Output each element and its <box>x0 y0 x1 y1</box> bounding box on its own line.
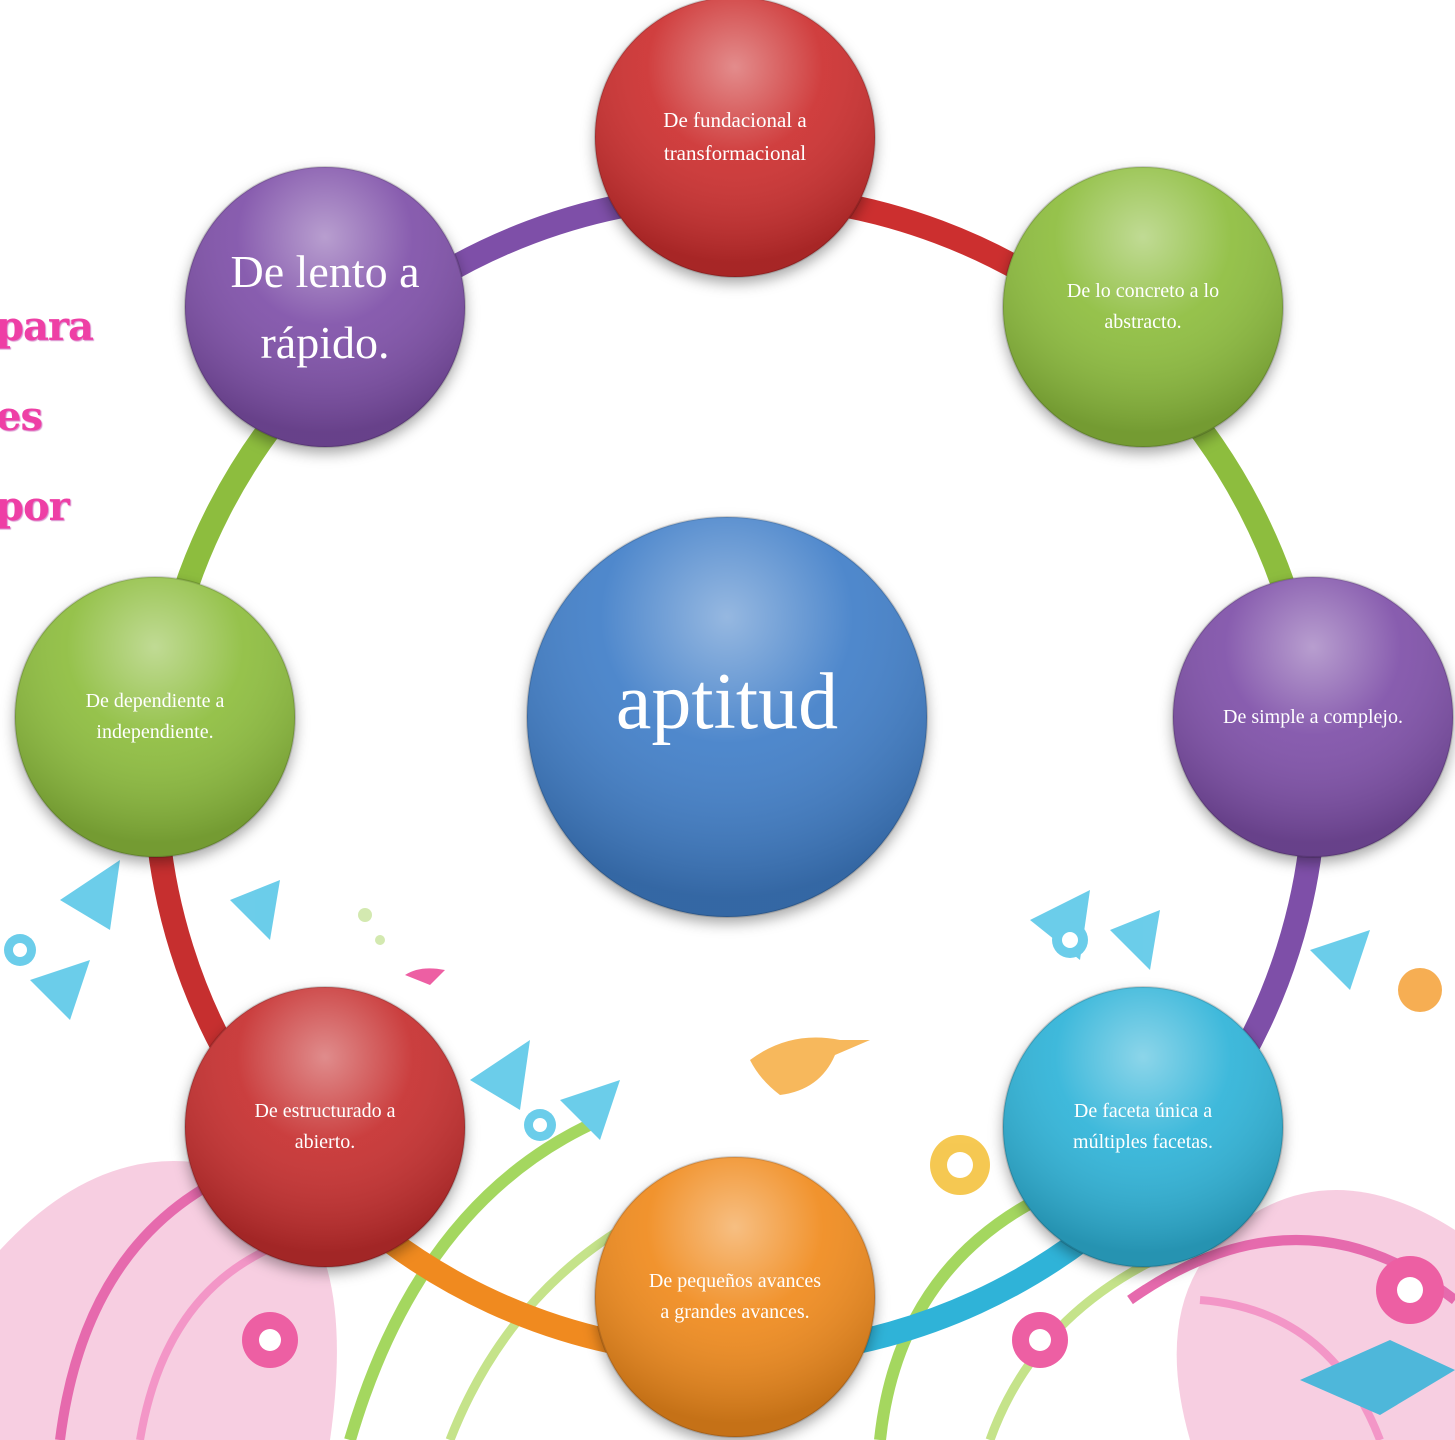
side-fragment-1: para <box>0 303 94 350</box>
node-dependiente <box>14 576 296 858</box>
node-faceta <box>1002 986 1284 1268</box>
node-lento <box>184 166 466 448</box>
node-concreto <box>1002 166 1284 448</box>
node-estructurado <box>184 986 466 1268</box>
side-fragment-3: por <box>0 483 70 530</box>
center-node-aptitud <box>526 516 928 918</box>
side-fragment-2: es <box>0 393 43 440</box>
node-pequenos <box>594 1156 876 1438</box>
node-simple <box>1172 576 1454 858</box>
node-fundacional <box>594 0 876 278</box>
